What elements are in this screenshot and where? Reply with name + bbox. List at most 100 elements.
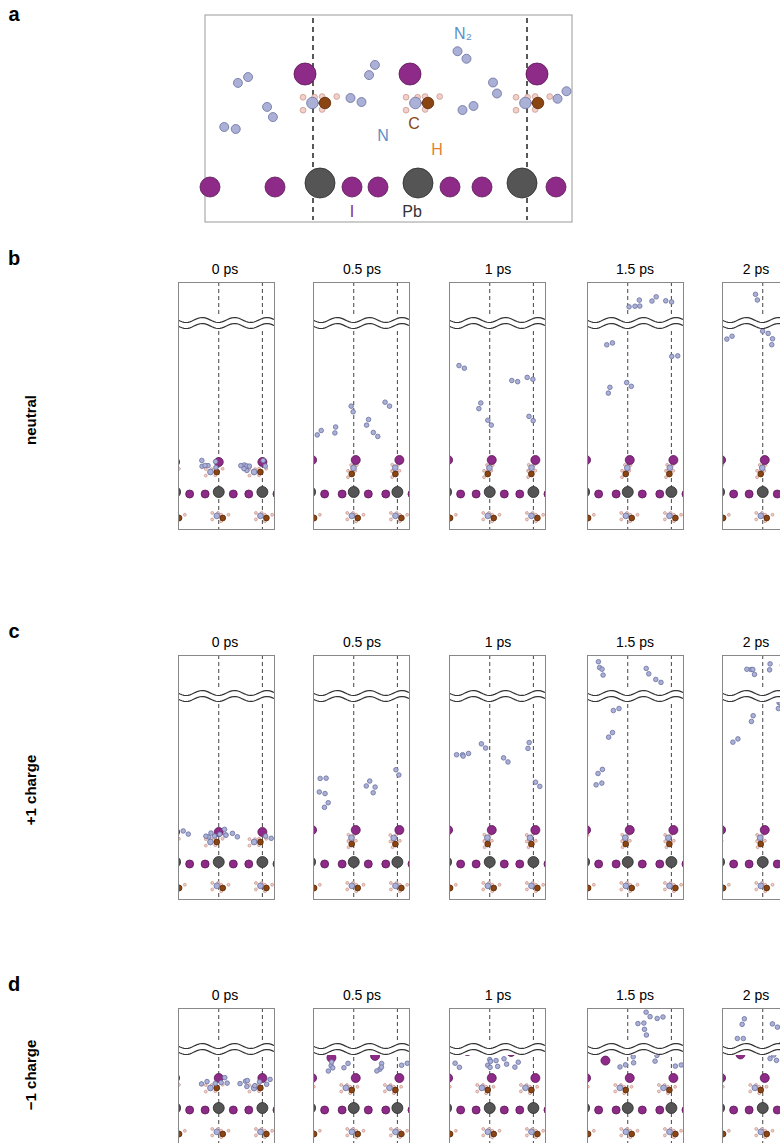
hydrogen-atom — [211, 512, 214, 515]
nitrogen-molecule — [752, 672, 757, 677]
iodine-atom — [500, 860, 508, 868]
hydrogen-atom — [525, 840, 528, 843]
nitrogen-molecule — [203, 463, 208, 468]
iodine-atom — [457, 1106, 465, 1114]
frame-ground — [449, 1008, 546, 1143]
frame-border — [588, 656, 684, 900]
iodine-atom — [229, 1106, 237, 1114]
axis-break — [178, 697, 274, 702]
nitrogen-atom — [667, 883, 673, 889]
nitrogen-molecule — [655, 1016, 660, 1021]
carbon-atom — [264, 885, 270, 891]
hydrogen-atom — [356, 1085, 359, 1088]
iodine-atom — [531, 456, 540, 465]
frame-border — [179, 656, 275, 900]
nitrogen-atom — [667, 513, 673, 519]
nitrogen-molecule — [365, 71, 374, 80]
iodine-atom — [531, 1074, 540, 1083]
nitrogen-molecule — [230, 831, 235, 836]
nitrogen-atom — [485, 1129, 491, 1135]
nitrogen-molecule — [383, 400, 388, 405]
axis-break — [313, 697, 409, 702]
frame-ground — [587, 655, 684, 900]
nitrogen-atom — [251, 469, 257, 475]
nitrogen-molecule — [624, 380, 629, 385]
iodine-atom — [395, 456, 404, 465]
lead-atom — [666, 857, 677, 868]
iodine-atom — [656, 860, 664, 868]
nitrogen-atom — [758, 1129, 764, 1135]
axis-break — [722, 318, 780, 323]
carbon-atom — [355, 1131, 361, 1137]
nitrogen-molecule — [725, 337, 730, 342]
nitrogen-atom — [758, 883, 764, 889]
nitrogen-molecule — [257, 1080, 262, 1085]
hydrogen-atom — [621, 476, 624, 479]
hydrogen-atom — [454, 1129, 457, 1132]
hydrogen-atom — [300, 94, 306, 100]
frame-ground — [449, 282, 546, 530]
hydrogen-atom — [482, 518, 485, 521]
iodine-atom — [516, 1106, 524, 1114]
snapshot-frame — [313, 1008, 410, 1143]
hydrogen-atom — [628, 839, 631, 842]
carbon-atom — [220, 515, 226, 521]
iodine-atom — [638, 1106, 646, 1114]
iodine-atom — [516, 490, 524, 498]
snapshot-frame — [449, 655, 546, 900]
nitrogen-molecule — [488, 1059, 493, 1064]
carbon-atom — [491, 885, 497, 891]
nitrogen-atom — [624, 465, 630, 471]
nitrogen-molecule — [486, 418, 491, 423]
nitrogen-atom — [759, 465, 765, 471]
carbon-atom — [629, 885, 635, 891]
hydrogen-atom — [227, 513, 230, 516]
iodine-atom — [472, 1106, 480, 1114]
row-label: −1 charge — [23, 1040, 38, 1110]
carbon-atom — [667, 471, 673, 477]
hydrogen-atom — [334, 94, 340, 100]
nitrogen-molecule — [730, 334, 735, 339]
iodine-atom — [638, 490, 646, 498]
nitrogen-molecule — [367, 779, 372, 784]
axis-break — [178, 1044, 274, 1049]
hydrogen-atom — [592, 513, 595, 516]
nitrogen-molecule — [774, 1058, 779, 1063]
lead-atom — [392, 857, 403, 868]
nitrogen-molecule — [462, 54, 471, 63]
nitrogen-molecule — [629, 384, 634, 389]
nitrogen-molecule — [218, 832, 223, 837]
lead-atom — [257, 487, 268, 498]
nitrogen-molecule — [457, 1065, 462, 1070]
axis-break — [313, 690, 410, 702]
hydrogen-atom — [346, 512, 349, 515]
iodine-atom — [760, 1074, 769, 1083]
nitrogen-atom — [529, 1129, 535, 1135]
hydrogen-atom — [204, 474, 207, 477]
hydrogen-atom — [771, 1129, 774, 1132]
snapshot-frame — [178, 1008, 275, 1143]
hydrogen-atom — [389, 888, 392, 891]
nitrogen-molecule — [364, 423, 369, 428]
iodine-atom — [730, 490, 738, 498]
nitrogen-molecule — [233, 78, 242, 87]
nitrogen-molecule — [553, 94, 562, 103]
iodine-atom — [364, 860, 372, 868]
nitrogen-molecule — [235, 834, 240, 839]
hydrogen-atom — [664, 840, 667, 843]
nitrogen-atom — [258, 1129, 264, 1135]
lead-atom — [757, 857, 768, 868]
hydrogen-atom — [271, 1129, 274, 1132]
nitrogen-molecule — [371, 790, 376, 795]
nitrogen-molecule — [504, 1062, 509, 1067]
iodine-atom — [531, 826, 540, 835]
hydrogen-atom — [519, 1090, 522, 1093]
lead-atom — [528, 1103, 539, 1114]
nitrogen-atom — [387, 1085, 393, 1091]
time-label: 0 ps — [210, 634, 240, 650]
nitrogen-atom — [208, 1085, 214, 1091]
nitrogen-molecule — [387, 404, 392, 409]
hydrogen-atom — [680, 883, 683, 886]
nitrogen-atom — [485, 513, 491, 519]
axis-break — [313, 691, 409, 696]
